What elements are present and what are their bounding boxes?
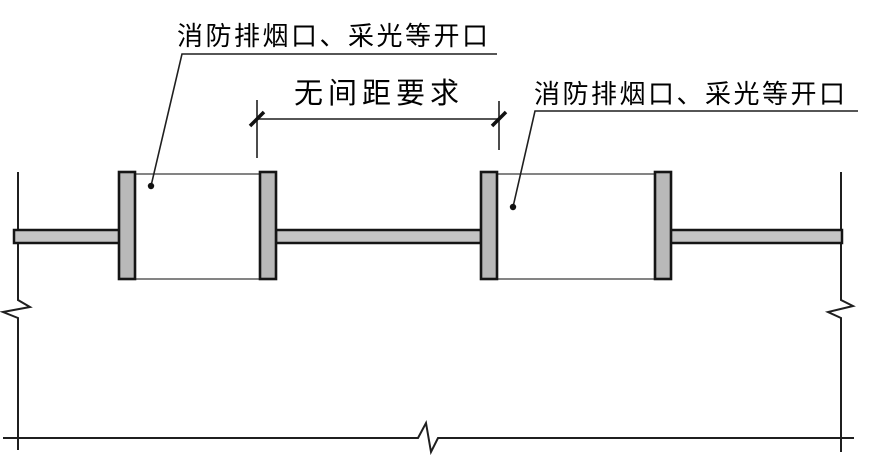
label-right-opening: 消防排烟口、采光等开口 bbox=[534, 79, 848, 109]
dimension-tick bbox=[248, 110, 266, 128]
opening-jamb bbox=[653, 170, 673, 281]
dimension-tick bbox=[490, 110, 508, 128]
wall-segment bbox=[12, 228, 122, 245]
left-wall-break-line bbox=[0, 172, 33, 450]
wall-segment bbox=[274, 228, 483, 245]
opening-jamb bbox=[258, 170, 278, 281]
leader-dot bbox=[509, 203, 517, 211]
label-left-opening: 消防排烟口、采光等开口 bbox=[177, 21, 491, 51]
opening-jamb bbox=[117, 170, 137, 281]
right-wall-break-line bbox=[824, 172, 856, 452]
leader-line-left bbox=[150, 53, 497, 187]
label-no-spacing: 无间距要求 bbox=[294, 77, 464, 110]
wall-segment bbox=[667, 228, 844, 245]
opening-jamb bbox=[479, 170, 499, 281]
leader-dot bbox=[147, 182, 155, 190]
bottom-break-line bbox=[3, 419, 854, 456]
leader-line-right bbox=[512, 110, 858, 208]
